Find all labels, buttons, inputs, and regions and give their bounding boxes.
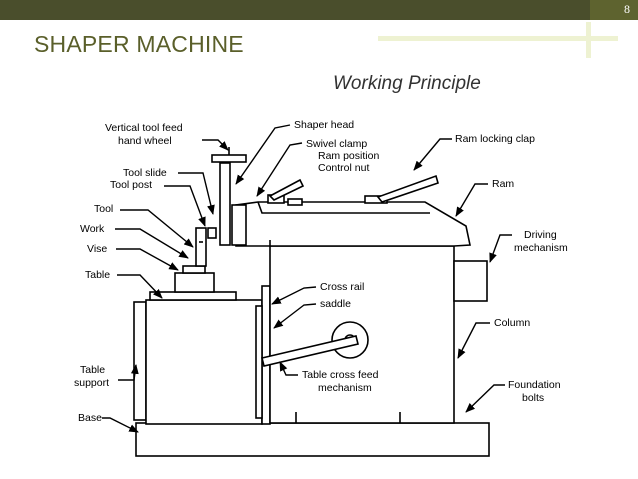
slide-title: SHAPER MACHINE	[34, 31, 244, 57]
title-underline-decoration	[586, 22, 591, 58]
label-text: Column	[494, 317, 530, 329]
label-text: Table	[80, 364, 105, 376]
shaper-machine-diagram: Vertical tool feed hand wheel Tool slide…	[65, 98, 595, 463]
label-ram-locking-clap: Ram locking clap	[455, 133, 535, 145]
leader-arrows	[102, 124, 512, 433]
label-vise: Vise	[87, 243, 107, 255]
label-text: support	[74, 377, 109, 389]
label-table: Table	[85, 269, 110, 281]
cross-rail-saddle	[255, 305, 263, 419]
label-text: Work	[80, 223, 105, 235]
label-text: Ram	[492, 178, 514, 190]
label-text: Table cross feed	[302, 369, 379, 381]
label-text: Table	[85, 269, 110, 281]
label-vertical-tool-feed: Vertical tool feed hand wheel	[105, 122, 183, 147]
label-text: Foundation	[508, 379, 561, 391]
label-text: Control nut	[318, 162, 369, 174]
vise-jaw	[182, 265, 206, 274]
label-ram: Ram	[492, 178, 514, 190]
base	[135, 422, 490, 457]
label-table-support: Table support	[74, 364, 109, 389]
top-bar	[0, 0, 638, 20]
tool	[195, 227, 207, 267]
vise	[174, 272, 215, 293]
label-column: Column	[494, 317, 530, 329]
label-text: Tool	[94, 203, 113, 215]
label-text: bolts	[522, 392, 544, 404]
label-foundation-bolts: Foundation bolts	[508, 379, 561, 404]
machine-drawing	[133, 147, 490, 457]
label-text: hand wheel	[118, 135, 172, 147]
label-tool-post: Tool post	[110, 179, 152, 191]
label-text: Vertical tool feed	[105, 122, 183, 134]
cross-feed-link	[261, 335, 359, 367]
label-text: Shaper head	[294, 119, 354, 131]
label-base: Base	[78, 412, 102, 424]
tool-post	[207, 227, 217, 239]
label-shaper-head: Shaper head	[294, 119, 354, 131]
label-text: Tool slide	[123, 167, 167, 179]
table-block	[145, 299, 263, 425]
label-text: Driving	[524, 229, 557, 241]
slide-number-box: 8	[590, 0, 638, 20]
ram	[235, 201, 471, 247]
hand-wheel	[211, 154, 247, 163]
label-driving-mechanism: Driving mechanism	[514, 229, 568, 254]
label-text: Ram locking clap	[455, 133, 535, 145]
label-text: Base	[78, 412, 102, 424]
label-swivel-clamp: Swivel clamp Ram position Control nut	[306, 138, 379, 174]
label-text: Vise	[87, 243, 107, 255]
table-support	[133, 301, 147, 421]
driving-mechanism-box	[453, 260, 488, 302]
title-underline-decoration	[378, 36, 618, 41]
cross-rail	[261, 285, 271, 425]
shaper-head	[231, 204, 247, 246]
label-text: Ram position	[318, 150, 379, 162]
label-text: mechanism	[514, 242, 568, 254]
ram-front	[257, 201, 430, 214]
label-text: saddle	[320, 298, 351, 310]
table-top	[149, 291, 237, 301]
slide-subtitle: Working Principle	[333, 73, 481, 94]
label-text: Swivel clamp	[306, 138, 367, 150]
label-cross-rail-saddle: Cross rail saddle	[320, 281, 364, 310]
label-text: Tool post	[110, 179, 152, 191]
label-tool: Tool	[94, 203, 113, 215]
slide-number: 8	[624, 2, 630, 16]
label-text: mechanism	[318, 382, 372, 394]
label-tool-slide: Tool slide	[123, 167, 167, 179]
label-text: Cross rail	[320, 281, 364, 293]
label-table-cross-feed: Table cross feed mechanism	[302, 369, 379, 394]
label-work: Work	[80, 223, 105, 235]
tool-slide	[219, 162, 231, 246]
